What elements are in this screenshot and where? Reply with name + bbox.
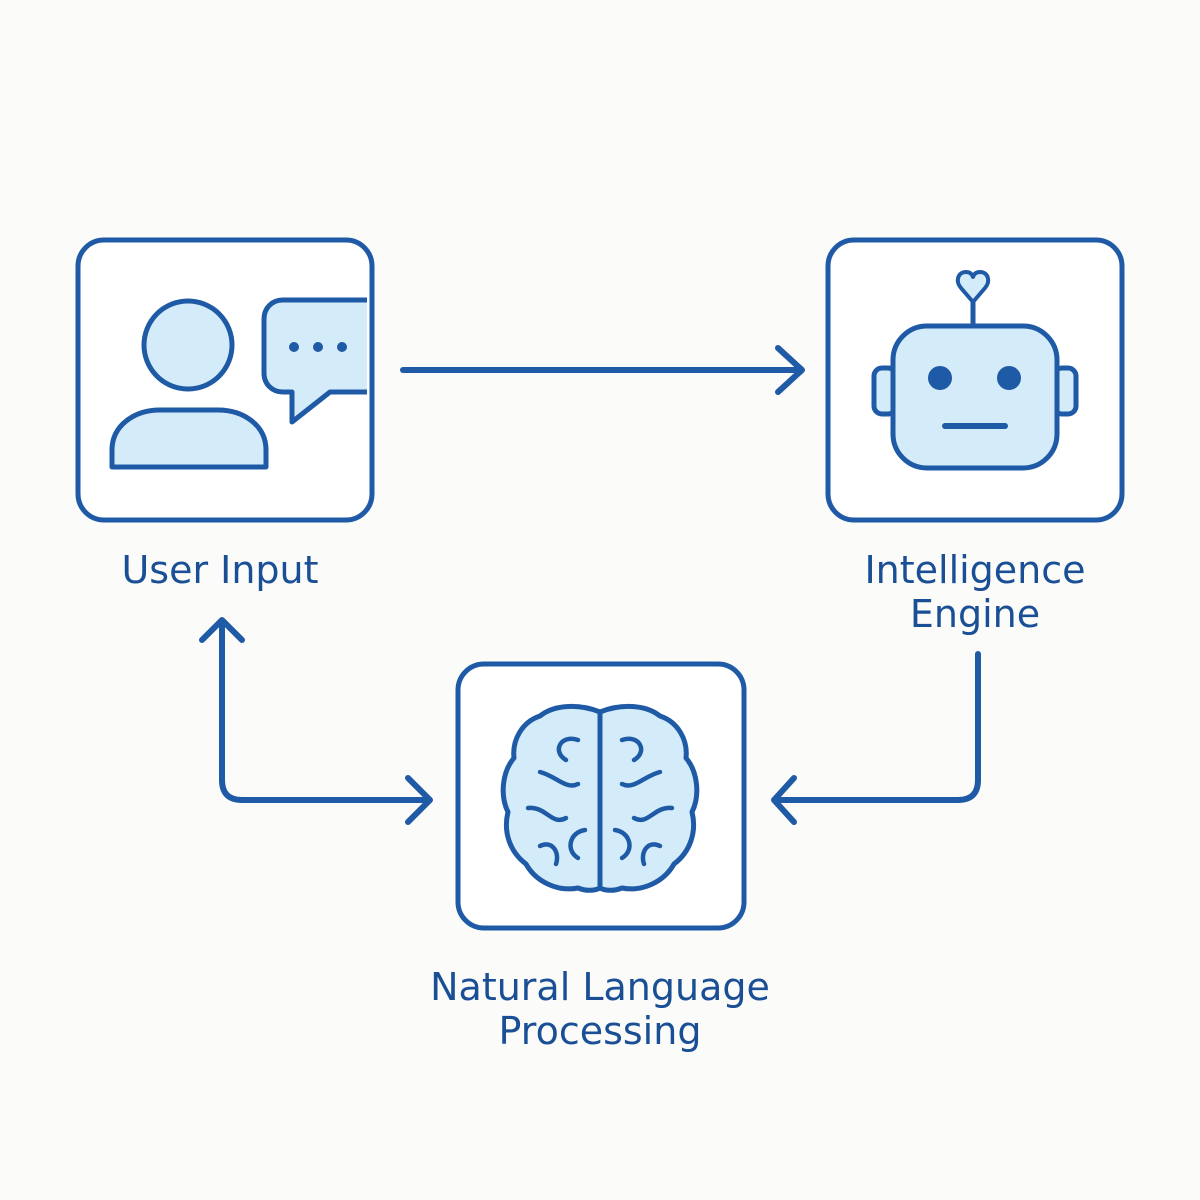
node-intelligence-engine xyxy=(825,237,1125,523)
brain-folds-icon xyxy=(525,736,675,867)
nlp-label: Natural Language Processing xyxy=(350,965,850,1053)
bubble-dot-icon xyxy=(289,342,299,352)
person-body-icon xyxy=(109,407,269,470)
user-input-label-text: User Input xyxy=(121,548,319,592)
robot-head-icon xyxy=(890,323,1060,471)
robot-eye-right-icon xyxy=(997,366,1021,390)
intelligence-engine-label-line2: Engine xyxy=(909,592,1041,636)
user-chat-icon xyxy=(109,297,367,470)
brain-icon xyxy=(500,703,700,893)
robot-eye-left-icon xyxy=(928,366,952,390)
arrow-head-up-icon xyxy=(199,617,245,643)
connector-nlp-user-bidirectional xyxy=(199,617,433,825)
arrow-head-left-icon xyxy=(771,775,797,825)
bubble-dot-icon xyxy=(337,342,347,352)
nlp-label-line1: Natural Language xyxy=(430,965,770,1009)
arrow-head-right-icon xyxy=(775,345,805,395)
node-nlp xyxy=(455,661,747,931)
arrow-line xyxy=(219,621,431,803)
intelligence-engine-label: Intelligence Engine xyxy=(820,548,1130,636)
nlp-label-line2: Processing xyxy=(498,1009,702,1053)
arrow-head-right-icon xyxy=(405,775,433,825)
speech-bubble-icon xyxy=(261,297,367,425)
robot-icon xyxy=(871,270,1079,471)
intelligence-engine-label-line1: Intelligence xyxy=(864,548,1086,592)
arrow-line xyxy=(773,651,981,803)
user-input-label: User Input xyxy=(60,548,380,592)
connector-engine-to-nlp xyxy=(771,651,981,825)
person-head-icon xyxy=(141,298,235,392)
antenna-heart-icon xyxy=(955,270,991,304)
node-user-input xyxy=(75,237,375,523)
bubble-dot-icon xyxy=(313,342,323,352)
connector-user-to-engine xyxy=(400,345,805,395)
